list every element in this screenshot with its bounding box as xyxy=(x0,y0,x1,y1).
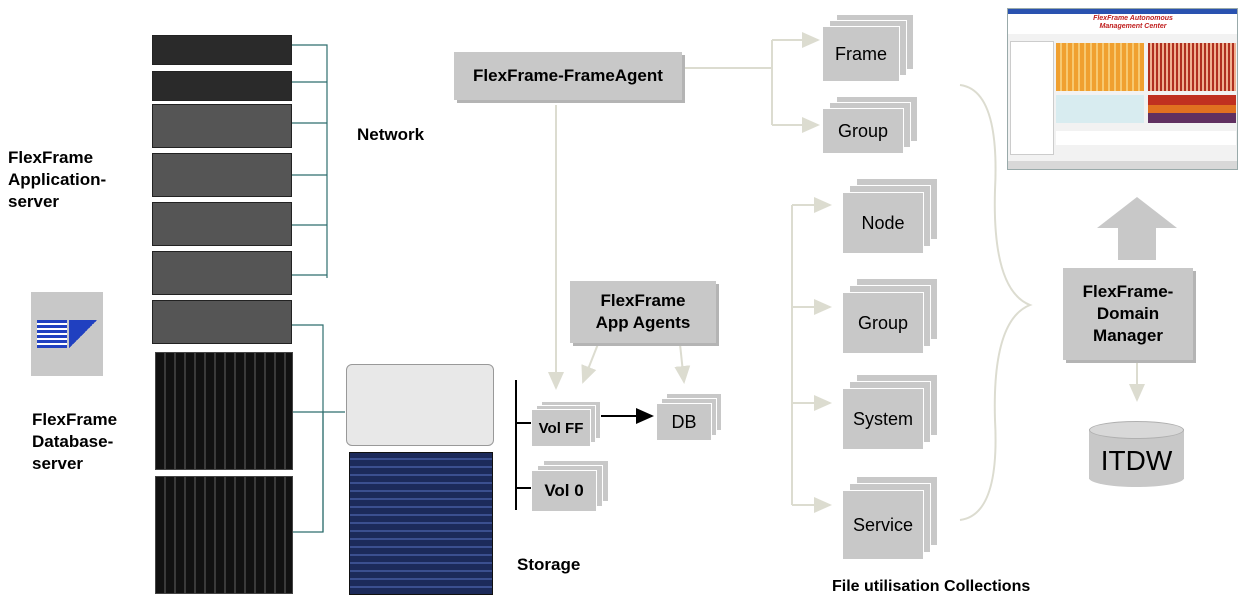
storage-label: Storage xyxy=(517,555,581,574)
management-center-screenshot: FlexFrame Autonomous Management Center xyxy=(1007,8,1238,170)
app-server-label: FlexFrame Application- server xyxy=(8,148,107,211)
network-lines xyxy=(291,44,345,533)
app-agents-box: FlexFrame App Agents xyxy=(570,281,716,343)
db-server-chassis-2 xyxy=(155,476,293,594)
itdw-label: ITDW xyxy=(1100,445,1173,476)
storage-filer xyxy=(346,364,494,446)
network-label: Network xyxy=(357,125,425,144)
itdw-database-icon: ITDW xyxy=(1089,421,1184,487)
up-arrow-icon xyxy=(1097,197,1177,260)
app-server-2u-5 xyxy=(152,300,292,344)
app-server-2u-3 xyxy=(152,202,292,246)
flexframe-logo-icon xyxy=(31,292,103,376)
vol-0-stack: Vol 0 xyxy=(531,460,611,512)
vol-ff-stack: Vol FF xyxy=(531,401,603,447)
collections-caption: File utilisation Collections xyxy=(832,578,1031,595)
app-server-2u-1 xyxy=(152,104,292,148)
app-server-1u-1 xyxy=(152,35,292,65)
group-bottom-stack: Group xyxy=(842,278,938,354)
system-stack: System xyxy=(842,374,938,450)
frame-stack: Frame xyxy=(822,14,914,82)
storage-disk-array xyxy=(349,452,493,595)
db-server-chassis-1 xyxy=(155,352,293,470)
domain-manager-box: FlexFrame- Domain Manager xyxy=(1063,268,1193,360)
db-server-label: FlexFrame Database- server xyxy=(32,410,118,473)
app-server-1u-2 xyxy=(152,71,292,101)
db-stack: DB xyxy=(656,393,722,441)
frame-agent-box: FlexFrame-FrameAgent xyxy=(454,52,682,100)
app-server-2u-4 xyxy=(152,251,292,295)
app-server-2u-2 xyxy=(152,153,292,197)
node-stack: Node xyxy=(842,178,938,254)
screenshot-title: FlexFrame Autonomous Management Center xyxy=(1093,15,1173,30)
group-top-stack: Group xyxy=(822,96,918,154)
service-stack: Service xyxy=(842,476,938,560)
